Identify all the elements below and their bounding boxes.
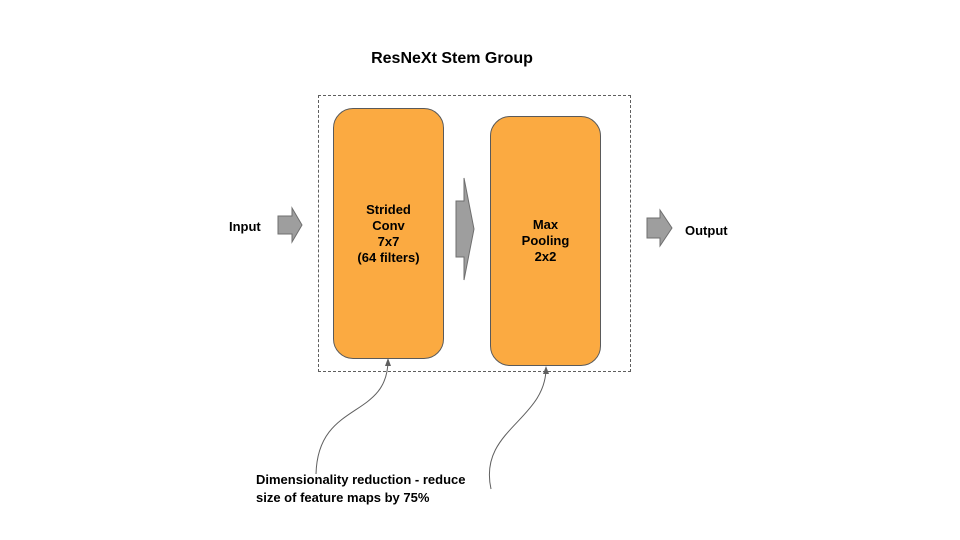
block-label-line: (64 filters) — [357, 249, 420, 265]
strided-conv-block: Strided Conv 7x7 (64 filters) — [333, 108, 444, 359]
annotation-note: Dimensionality reduction - reduce size o… — [256, 471, 496, 507]
annotation-line: Dimensionality reduction - reduce — [256, 472, 466, 487]
input-label: Input — [229, 219, 261, 234]
flow-arrow-icon — [455, 177, 475, 281]
annotation-arrowhead-icon — [543, 366, 549, 374]
block-label-line: Pooling — [521, 233, 570, 248]
stem-group-boundary — [318, 95, 631, 372]
diagram-title: ResNeXt Stem Group — [371, 50, 533, 67]
annotation-arrowhead-icon — [385, 358, 391, 366]
block-label-line: Conv — [372, 217, 405, 233]
block-label-line: Strided — [366, 201, 411, 217]
output-label: Output — [685, 223, 728, 238]
input-arrow-icon — [277, 206, 303, 244]
output-arrow-icon — [646, 208, 673, 248]
annotation-curve-to-pool — [488, 367, 547, 490]
block-label-line: Max — [532, 217, 559, 232]
block-label-line: 7x7 — [377, 233, 400, 249]
max-pooling-block: Max Pooling 2x2 — [490, 116, 601, 366]
annotation-line: size of feature maps by 75% — [256, 490, 430, 505]
block-label-line: 2x2 — [534, 249, 557, 264]
annotation-curve-to-conv — [315, 359, 389, 475]
